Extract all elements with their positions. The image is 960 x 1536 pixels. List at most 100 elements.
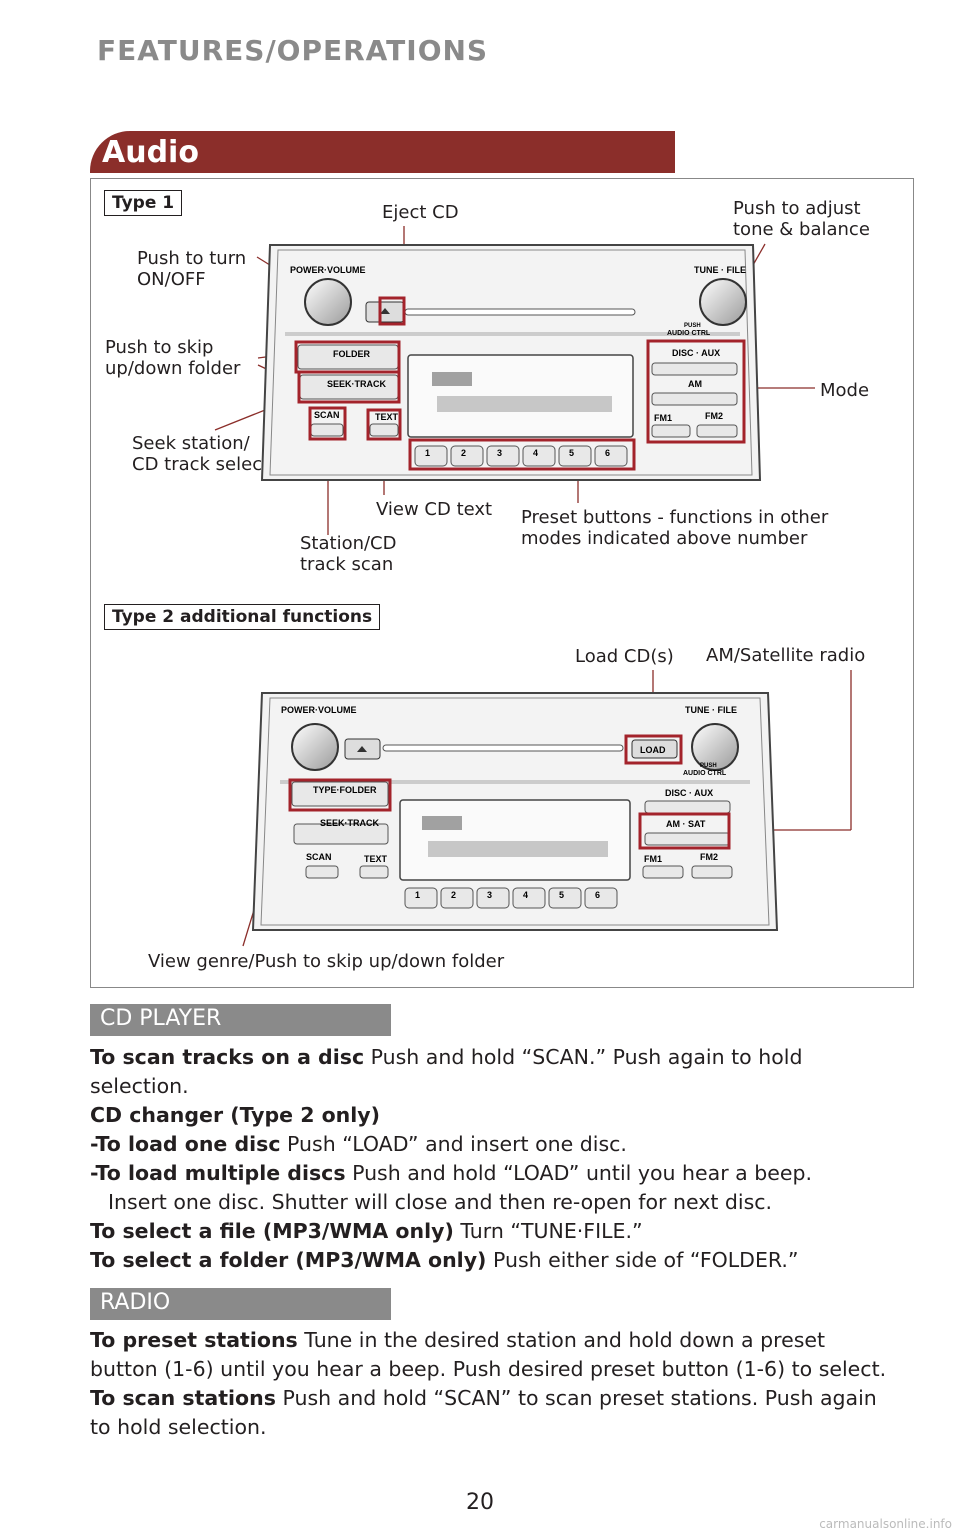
radio-scan-lead: To scan stations (90, 1386, 276, 1410)
t2-seek-track-label: SEEK·TRACK (320, 818, 380, 828)
t2-preset-label-6: 6 (595, 890, 600, 900)
t1-disc-aux-button[interactable] (651, 362, 738, 376)
page-number: 20 (466, 1490, 494, 1515)
t2-preset-button-3[interactable] (476, 887, 510, 909)
callout-eject-cd: Eject CD (382, 202, 459, 223)
callout-am-satellite: AM/Satellite radio (706, 645, 866, 666)
cd-folder-text: Push either side of “FOLDER.” (486, 1248, 799, 1272)
t2-preset-button-6[interactable] (584, 887, 618, 909)
t2-scan-button[interactable] (305, 865, 339, 879)
t2-preset-label-1: 1 (415, 890, 420, 900)
audio-banner: Audio (90, 131, 675, 173)
t2-eject-icon (357, 746, 367, 752)
t2-push-label: PUSH (700, 763, 717, 769)
t2-preset-button-2[interactable] (440, 887, 474, 909)
t1-preset-button-4[interactable] (522, 445, 556, 467)
t1-audio-ctrl-label: AUDIO CTRL (667, 330, 711, 337)
cd-folder-lead: To select a folder (MP3/WMA only) (90, 1248, 487, 1272)
t1-preset-label-6: 6 (605, 448, 610, 458)
t2-preset-button-1[interactable] (404, 887, 438, 909)
audio-banner-title: Audio (102, 135, 199, 170)
t2-preset-label-5: 5 (559, 890, 564, 900)
cd-load-one-lead: -To load one disc (90, 1132, 281, 1156)
t1-seek-track-label: SEEK·TRACK (327, 379, 387, 389)
t2-disc-aux-button[interactable] (644, 800, 731, 814)
t2-load-button[interactable] (631, 739, 678, 759)
t1-fm2-button[interactable] (696, 424, 738, 438)
t1-preset-button-3[interactable] (486, 445, 520, 467)
t2-preset-label-4: 4 (523, 890, 528, 900)
t2-disc-aux-label: DISC · AUX (665, 788, 713, 798)
type1-tag: Type 1 (104, 190, 183, 216)
radio-preset-text: Tune in the desired station and hold dow… (90, 1328, 887, 1381)
radio-title: RADIO (100, 1290, 171, 1315)
cd-load-one-text: Push “LOAD” and insert one disc. (280, 1132, 627, 1156)
callout-mode: Mode (820, 380, 870, 401)
radio-section-bar: RADIO (90, 1288, 391, 1320)
cd-load-multi-lead: -To load multiple discs (90, 1161, 346, 1185)
t1-preset-button-6[interactable] (594, 445, 628, 467)
cd-load-multi-cont: Insert one disc. Shutter will close and … (108, 1190, 773, 1214)
t2-audio-ctrl-label: AUDIO CTRL (683, 770, 727, 777)
callout-view-text: View CD text (376, 499, 493, 520)
t2-am-sat-button[interactable] (644, 832, 731, 846)
t1-preset-label-4: 4 (533, 448, 538, 458)
t1-preset-button-1[interactable] (414, 445, 448, 467)
radio-preset-lead: To preset stations (90, 1328, 298, 1352)
type2-stereo-diagram: POWER·VOLUME TUNE · FILE LOAD PUSH AUDIO… (242, 670, 852, 947)
type1-stereo-diagram: POWER·VOLUME TUNE · FILE PUSH AUDIO CTRL… (214, 226, 815, 535)
cd-player-section-bar: CD PLAYER (90, 1004, 391, 1036)
t1-preset-label-3: 3 (497, 448, 502, 458)
t1-text-button[interactable] (369, 423, 399, 437)
t1-fm1-button[interactable] (651, 424, 691, 438)
cd-scan-text: Push and hold “SCAN.” Push again to hold… (90, 1045, 803, 1098)
t2-preset-label-3: 3 (487, 890, 492, 900)
cd-load-multi-text: Push and hold “LOAD” until you hear a be… (345, 1161, 813, 1185)
t1-preset-label-1: 1 (425, 448, 430, 458)
cd-file-text: Turn “TUNE·FILE.” (453, 1219, 643, 1243)
t2-fm2-button[interactable] (691, 865, 733, 879)
t1-push-label: PUSH (684, 323, 701, 329)
t1-fm1-label: FM1 (654, 413, 672, 423)
t2-scan-label: SCAN (306, 852, 332, 862)
cd-player-title: CD PLAYER (100, 1006, 222, 1031)
t2-preset-label-2: 2 (451, 890, 456, 900)
t2-fm2-label: FM2 (700, 852, 718, 862)
callout-preset-buttons: Preset buttons - functions in other mode… (521, 507, 829, 549)
radio-body: To preset stations Tune in the desired s… (90, 1326, 890, 1442)
t2-type-folder-label: TYPE·FOLDER (313, 785, 377, 795)
t1-preset-label-5: 5 (569, 448, 574, 458)
callout-view-genre: View genre/Push to skip up/down folder (148, 951, 505, 972)
cd-scan-lead: To scan tracks on a disc (90, 1045, 365, 1069)
t1-preset-button-2[interactable] (450, 445, 484, 467)
cd-player-body: To scan tracks on a disc Push and hold “… (90, 1043, 890, 1275)
callout-seek: Seek station/ CD track select (132, 433, 270, 475)
t2-preset-button-4[interactable] (512, 887, 546, 909)
t1-scan-label: SCAN (314, 410, 340, 420)
t2-load-label: LOAD (640, 745, 666, 755)
t1-am-label: AM (688, 379, 702, 389)
t1-scan-button[interactable] (310, 423, 344, 437)
page-header-title: FEATURES/OPERATIONS (97, 34, 489, 67)
t2-text-label: TEXT (364, 854, 388, 864)
t2-fm1-button[interactable] (642, 865, 684, 879)
t1-preset-button-5[interactable] (558, 445, 592, 467)
radio-scan-text: Push and hold “SCAN” to scan preset stat… (90, 1386, 877, 1439)
cd-file-lead: To select a file (MP3/WMA only) (90, 1219, 454, 1243)
watermark: carmanualsonline.info (819, 1517, 952, 1531)
t1-preset-label-2: 2 (461, 448, 466, 458)
callout-folder: Push to skip up/down folder (105, 337, 241, 379)
t1-tune-file-label: TUNE · FILE (694, 265, 746, 275)
t1-fm2-label: FM2 (705, 411, 723, 421)
t2-fm1-label: FM1 (644, 854, 662, 864)
callout-power: Push to turn ON/OFF (137, 248, 247, 290)
t1-am-button[interactable] (651, 392, 738, 406)
callout-load-cds: Load CD(s) (575, 646, 674, 667)
t1-disc-aux-label: DISC · AUX (672, 348, 720, 358)
type2-tag: Type 2 additional functions (104, 604, 381, 630)
t1-folder-label: FOLDER (333, 349, 370, 359)
figure-box (90, 178, 914, 988)
cd-changer-heading: CD changer (Type 2 only) (90, 1103, 381, 1127)
t2-preset-button-5[interactable] (548, 887, 582, 909)
t2-text-button[interactable] (359, 865, 389, 879)
